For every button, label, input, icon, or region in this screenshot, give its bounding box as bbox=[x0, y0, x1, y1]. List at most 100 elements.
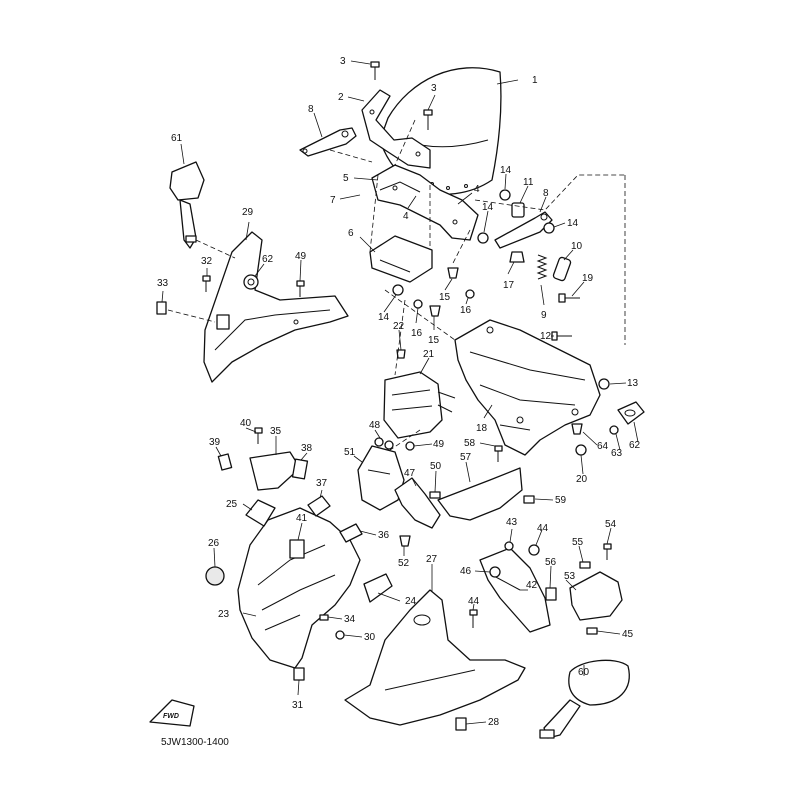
callout-49a: 49 bbox=[433, 439, 445, 450]
callout-41: 41 bbox=[296, 513, 308, 524]
callout-8b: 8 bbox=[543, 188, 549, 199]
meter-assembly bbox=[383, 371, 456, 439]
callout-55: 55 bbox=[572, 537, 584, 548]
washer-16a bbox=[465, 289, 475, 299]
callout-10: 10 bbox=[571, 241, 583, 252]
clip-31 bbox=[293, 667, 305, 681]
screw-12 bbox=[551, 331, 572, 341]
screw-22 bbox=[396, 349, 406, 359]
duct-bracket-47 bbox=[394, 477, 441, 529]
windscreen-bracket bbox=[361, 89, 431, 169]
callout-18: 18 bbox=[476, 423, 488, 434]
damper bbox=[552, 256, 572, 282]
center-mount-bracket bbox=[371, 164, 479, 241]
callout-59: 59 bbox=[555, 495, 567, 506]
callout-11: 11 bbox=[523, 177, 534, 188]
callout-29: 29 bbox=[242, 207, 254, 218]
nut-20 bbox=[575, 444, 587, 456]
callout-61: 61 bbox=[171, 133, 183, 144]
callout-42: 42 bbox=[526, 580, 538, 591]
callout-49b: 49 bbox=[295, 251, 307, 262]
bolt-15a bbox=[447, 267, 459, 279]
adjuster-arm bbox=[494, 211, 553, 249]
callout-64: 64 bbox=[597, 441, 609, 452]
callout-31: 31 bbox=[292, 700, 304, 711]
callout-15a: 15 bbox=[439, 292, 451, 303]
nut-14b bbox=[543, 222, 555, 234]
assembly-lines bbox=[167, 119, 626, 451]
callout-40: 40 bbox=[240, 418, 252, 429]
callout-25: 25 bbox=[226, 499, 238, 510]
left-inner-panel bbox=[203, 231, 349, 383]
callout-62a: 62 bbox=[262, 254, 274, 265]
cover-bracket-57 bbox=[437, 467, 523, 521]
callout-4a: 4 bbox=[474, 184, 480, 195]
bracket-56 bbox=[545, 587, 557, 601]
callout-56: 56 bbox=[545, 557, 557, 568]
callout-53: 53 bbox=[564, 571, 576, 582]
bolt-64 bbox=[571, 423, 583, 435]
duct-25 bbox=[245, 499, 276, 527]
bolt-17 bbox=[509, 251, 525, 263]
spring bbox=[536, 254, 548, 280]
callout-17: 17 bbox=[503, 280, 515, 291]
callout-46: 46 bbox=[460, 566, 472, 577]
callout-26: 26 bbox=[208, 538, 220, 549]
screw-58 bbox=[494, 445, 503, 462]
nut-63 bbox=[609, 425, 619, 435]
clip-28 bbox=[455, 717, 467, 731]
callout-21: 21 bbox=[423, 349, 435, 360]
screw-30 bbox=[335, 630, 345, 640]
callout-36: 36 bbox=[378, 530, 390, 541]
callout-19: 19 bbox=[582, 273, 594, 284]
bolt-15b bbox=[429, 305, 441, 317]
callout-16a: 16 bbox=[460, 305, 472, 316]
callout-30: 30 bbox=[364, 632, 376, 643]
screw-49-left bbox=[296, 280, 305, 297]
clip-33 bbox=[156, 301, 167, 315]
callout-32: 32 bbox=[201, 256, 213, 267]
callout-2: 2 bbox=[338, 92, 344, 103]
callouts: 1 2 3 3 4 4 5 6 7 8 8 9 10 11 12 13 14 bbox=[157, 56, 641, 728]
panel-41 bbox=[289, 539, 305, 559]
grommet-43 bbox=[504, 541, 514, 551]
callout-34: 34 bbox=[344, 614, 356, 625]
screw-54 bbox=[603, 543, 612, 560]
callout-43: 43 bbox=[506, 517, 518, 528]
right-mirror bbox=[539, 659, 630, 739]
callout-15b: 15 bbox=[428, 335, 440, 346]
callout-63: 63 bbox=[611, 448, 623, 459]
callout-9: 9 bbox=[541, 310, 547, 321]
bolt-44-upper bbox=[528, 544, 540, 556]
callout-52: 52 bbox=[398, 558, 410, 569]
callout-48: 48 bbox=[369, 420, 381, 431]
callout-28: 28 bbox=[488, 717, 500, 728]
clip-38 bbox=[291, 458, 309, 480]
callout-7: 7 bbox=[330, 195, 336, 206]
callout-8a: 8 bbox=[308, 104, 314, 115]
callout-58: 58 bbox=[464, 438, 476, 449]
callout-62b: 62 bbox=[629, 440, 641, 451]
clip-37 bbox=[307, 495, 331, 517]
clip-45 bbox=[586, 627, 598, 635]
callout-14d: 14 bbox=[378, 312, 390, 323]
left-side-fairing bbox=[237, 507, 361, 669]
callout-54: 54 bbox=[605, 519, 617, 530]
callout-35: 35 bbox=[270, 426, 282, 437]
cap-26 bbox=[205, 566, 225, 586]
diagram-code: 5JW1300-1400 bbox=[161, 737, 229, 748]
fwd-label: FWD bbox=[163, 713, 179, 720]
callout-3b: 3 bbox=[431, 83, 437, 94]
callout-44b: 44 bbox=[468, 596, 480, 607]
callout-50: 50 bbox=[430, 461, 442, 472]
fwd-direction-badge: FWD bbox=[149, 699, 195, 727]
grommet-14d bbox=[392, 284, 404, 296]
callout-33: 33 bbox=[157, 278, 169, 289]
callout-13: 13 bbox=[627, 378, 639, 389]
screw-32 bbox=[202, 275, 211, 292]
screw-40 bbox=[254, 427, 263, 444]
reflector-62 bbox=[617, 401, 645, 425]
callout-3a: 3 bbox=[340, 56, 346, 67]
washer-16b bbox=[413, 299, 423, 309]
